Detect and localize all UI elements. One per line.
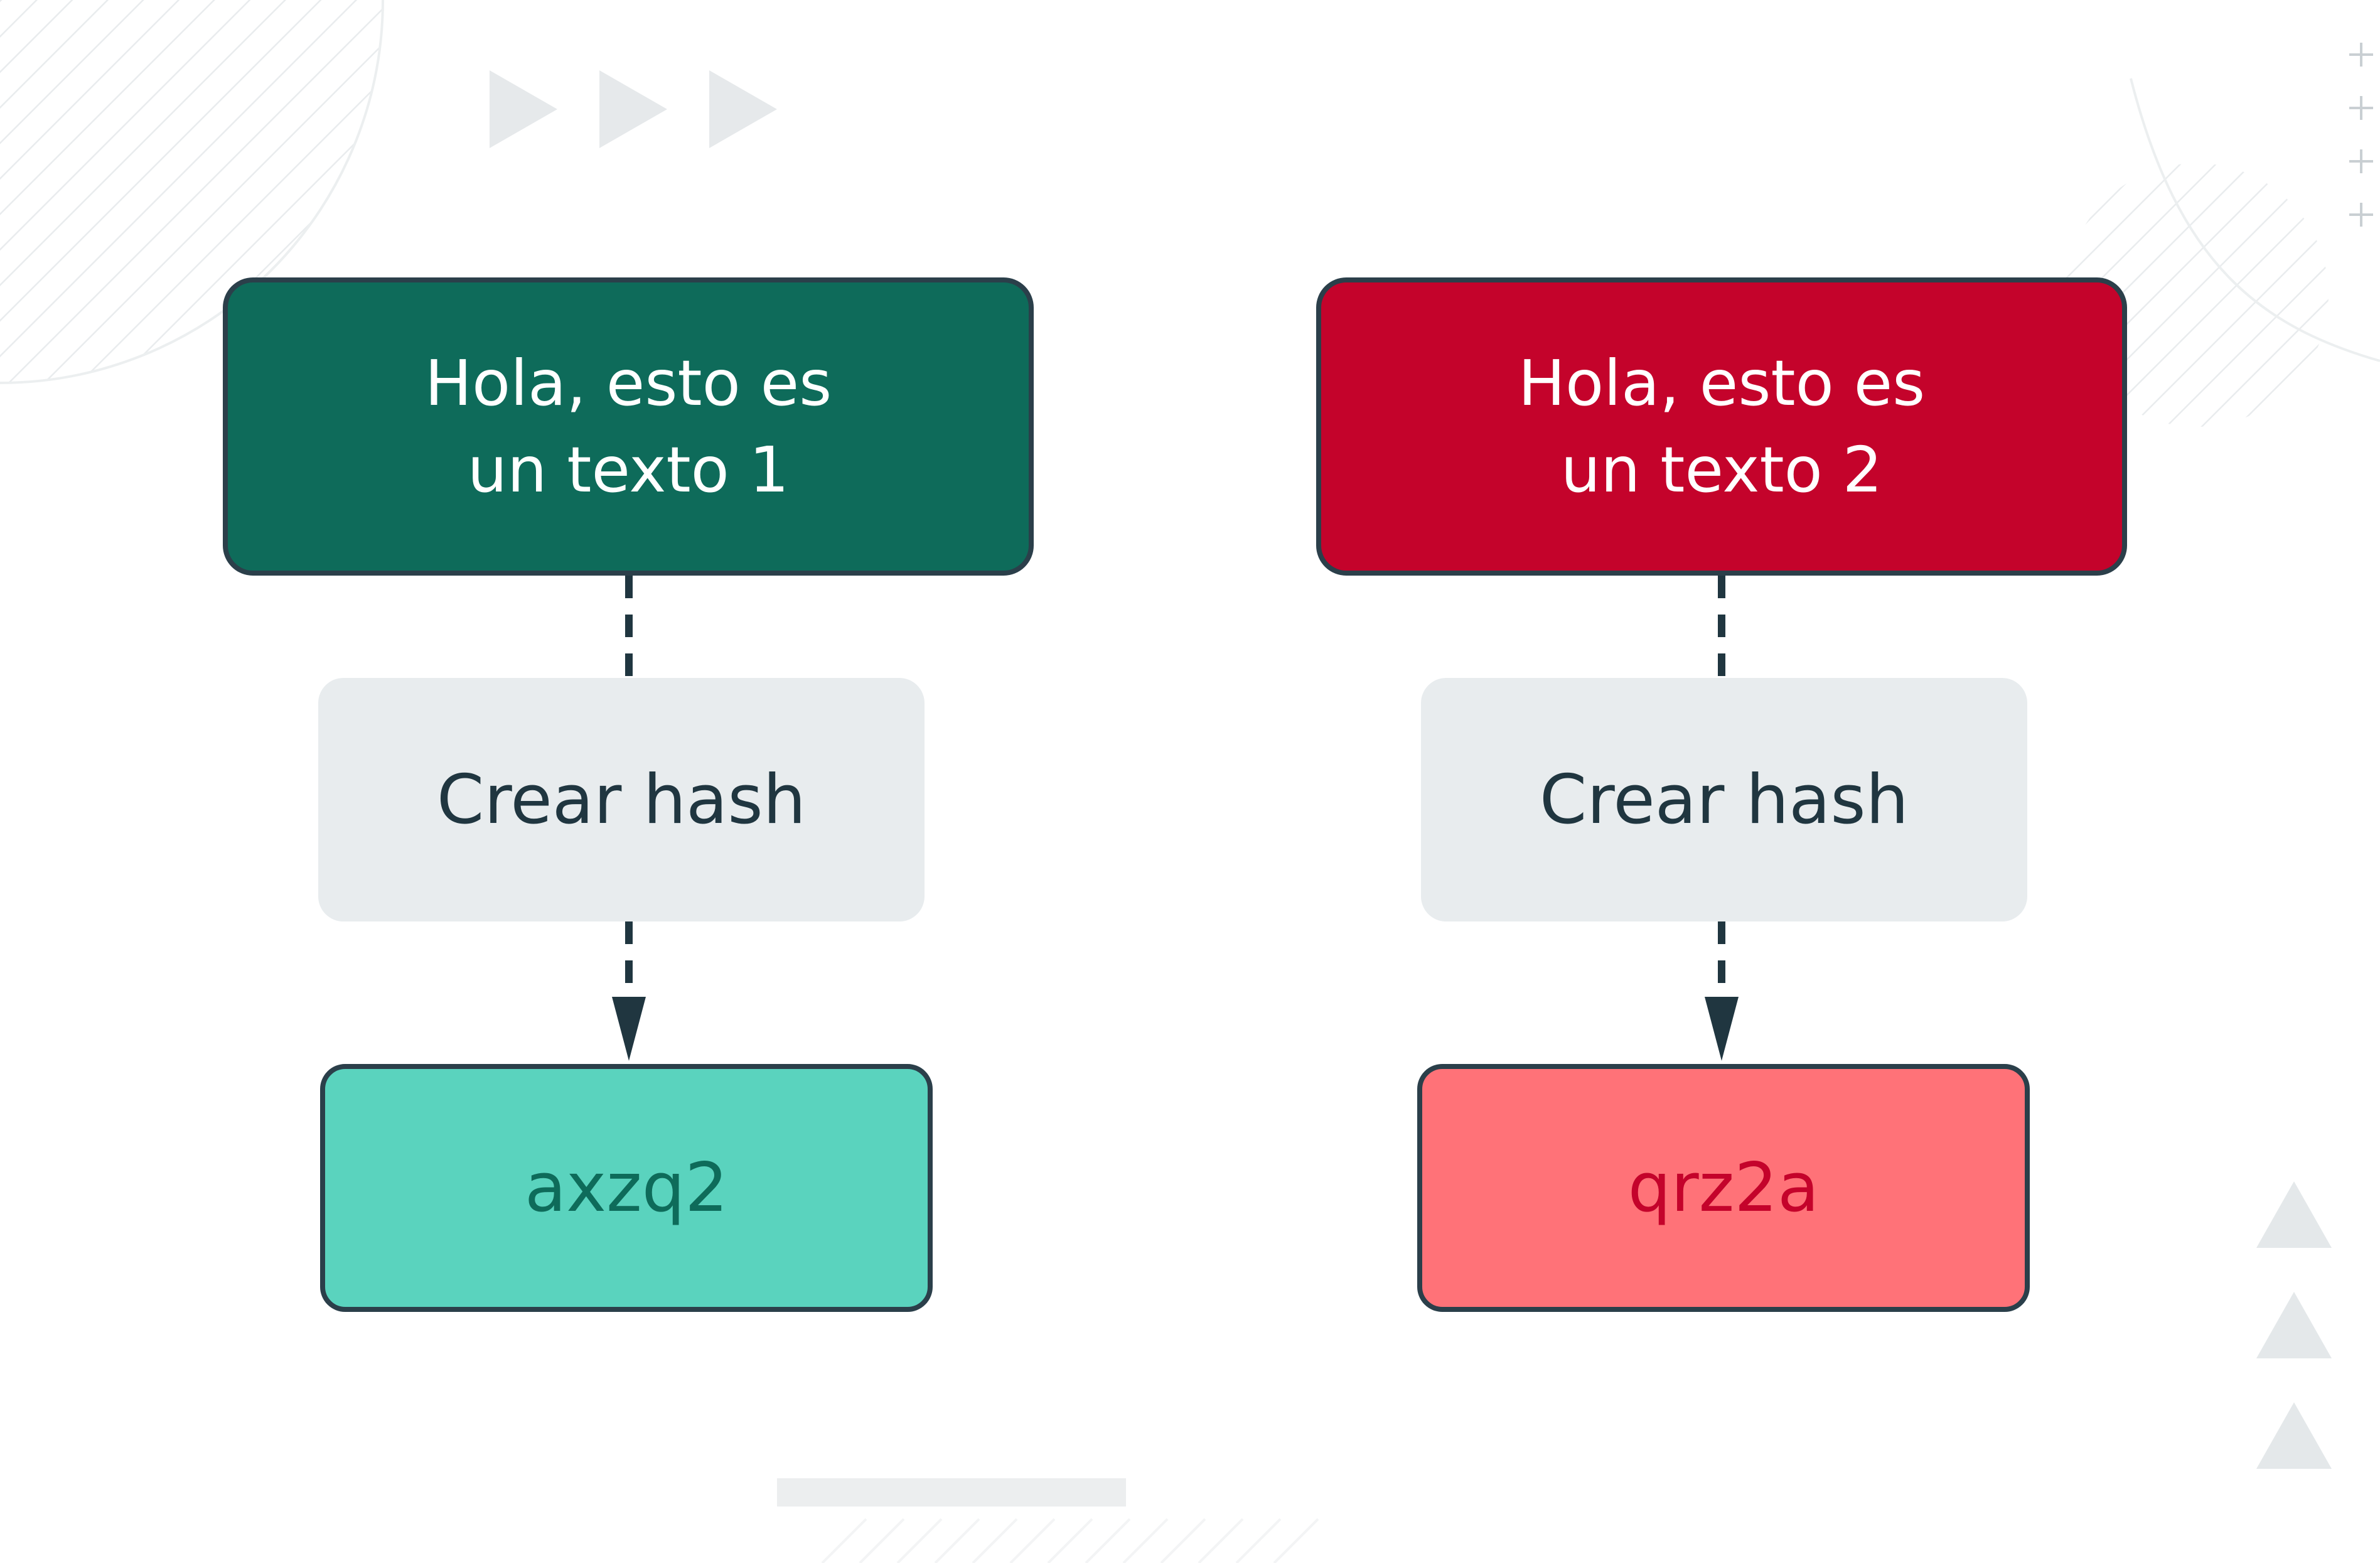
hash-output-box-2: qrz2a: [1417, 1064, 2030, 1312]
arrowhead-1: [612, 997, 646, 1061]
input-text-box-1: Hola, esto es un texto 1: [223, 277, 1034, 576]
faint-bottom-hatch: [821, 1518, 1319, 1563]
hash-output-box-1: axzq2: [320, 1064, 933, 1312]
input-text-box-2: Hola, esto es un texto 2: [1316, 277, 2127, 576]
create-hash-step-2: Crear hash: [1421, 678, 2027, 921]
create-hash-step-1: Crear hash: [318, 678, 925, 921]
triangles-decoration: [2256, 1181, 2332, 1469]
input-text-1-line2: un texto 1: [467, 432, 790, 507]
hash-output-2: qrz2a: [1627, 1149, 1820, 1227]
bottom-bar-decoration: [777, 1478, 1126, 1507]
input-text-2-line2: un texto 2: [1560, 432, 1883, 507]
hash-output-1: axzq2: [524, 1149, 729, 1227]
plus-signs-decoration: [2349, 43, 2373, 227]
input-text-1-line1: Hola, esto es: [424, 346, 832, 420]
create-hash-label-2: Crear hash: [1539, 760, 1909, 839]
play-arrows-decoration: [490, 70, 777, 148]
create-hash-label-1: Crear hash: [436, 760, 807, 839]
input-text-2-line1: Hola, esto es: [1518, 346, 1926, 420]
arrowhead-2: [1705, 997, 1739, 1061]
